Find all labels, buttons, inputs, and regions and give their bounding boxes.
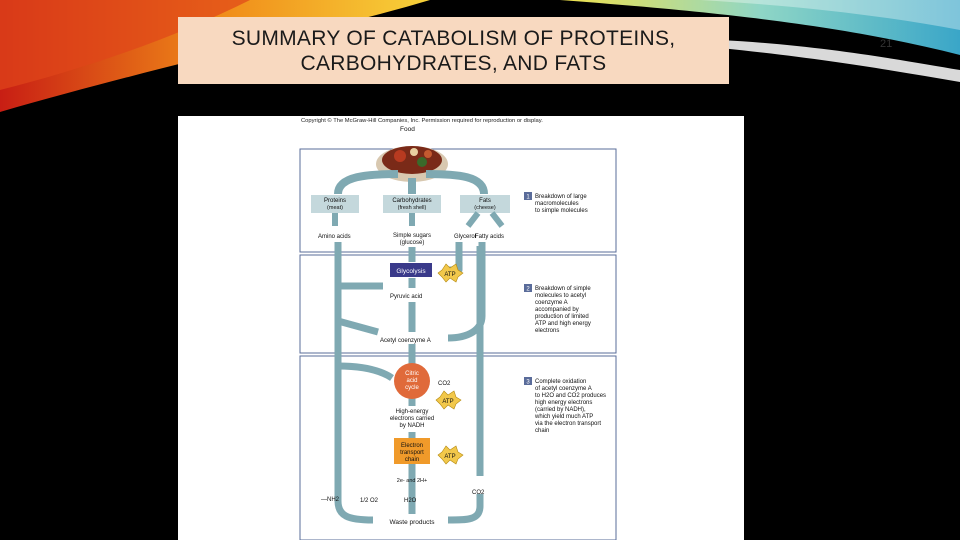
fatty-acids-label: Fatty acids bbox=[475, 234, 504, 240]
proteins-source: (meat) bbox=[327, 205, 343, 211]
stage-2-text-line: Breakdown of simple bbox=[535, 286, 591, 292]
pyruvic-acid-label: Pyruvic acid bbox=[390, 294, 422, 300]
stage-2-text-line: electrons bbox=[535, 328, 559, 334]
glycolysis-label: Glycolysis bbox=[396, 268, 426, 275]
etc-label-2: transport bbox=[400, 450, 424, 456]
electron-transport-chain-box bbox=[394, 438, 430, 464]
stage-3-annotation: 3 Complete oxidation of acetyl coenzyme … bbox=[524, 377, 606, 434]
nadh-label-1: High-energy bbox=[396, 409, 429, 415]
stage-3-panel bbox=[299, 355, 617, 540]
food-label: Food bbox=[400, 126, 415, 133]
half-o2-label: 1/2 O2 bbox=[360, 498, 379, 504]
etc-label-3: chain bbox=[405, 457, 419, 463]
slide-title-box: SUMMARY OF CATABOLISM OF PROTEINS, CARBO… bbox=[178, 17, 729, 84]
stage-2-annotation: 2 Breakdown of simple molecules to acety… bbox=[524, 284, 591, 334]
stage-3-text-line: which yield much ATP bbox=[534, 414, 593, 420]
proteins-box bbox=[311, 195, 359, 213]
stage-1-number: 1 bbox=[526, 195, 530, 201]
co2-label-1: CO2 bbox=[438, 381, 451, 387]
atp-label-3: ATP bbox=[444, 454, 455, 460]
carbohydrates-label: Carbohydrates bbox=[392, 198, 431, 204]
carbohydrates-box bbox=[383, 195, 441, 213]
electrons-label: 2e- and 2H+ bbox=[397, 478, 427, 484]
carbohydrates-source: (fresh shell) bbox=[398, 205, 427, 211]
fats-source: (cheese) bbox=[474, 205, 496, 211]
citric-label-3: cycle bbox=[405, 385, 419, 391]
stage-3-text-line: of acetyl coenzyme A bbox=[535, 386, 592, 392]
stage-1-text-line: macromolecules bbox=[535, 201, 579, 207]
glycolysis-box bbox=[390, 263, 432, 277]
slide-title-line-1: SUMMARY OF CATABOLISM OF PROTEINS, bbox=[231, 26, 676, 50]
slide-title-line-2: CARBOHYDRATES, AND FATS bbox=[300, 51, 607, 75]
atp-label-2: ATP bbox=[442, 399, 453, 405]
stage-3-text-line: to H2O and CO2 produces bbox=[535, 393, 606, 399]
stage-2-text-line: accompanied by bbox=[535, 307, 579, 313]
citric-label-1: Citric bbox=[405, 371, 419, 377]
atp-burst-icon: ATP bbox=[435, 390, 462, 410]
atp-burst-icon: ATP bbox=[437, 263, 464, 283]
stage-3-text-line: (carried by NADH), bbox=[535, 407, 586, 413]
stage-1-annotation: 1 Breakdown of large macromolecules to s… bbox=[524, 192, 588, 214]
copyright-notice: Copyright © The McGraw-Hill Companies, I… bbox=[301, 117, 543, 124]
acetyl-coa-label: Acetyl coenzyme A bbox=[380, 338, 431, 344]
nh3-label: —NH2 bbox=[321, 497, 340, 503]
nadh-label-3: by NADH bbox=[399, 423, 424, 429]
glucose-label: (glucose) bbox=[400, 240, 425, 246]
catabolism-diagram: Copyright © The McGraw-Hill Companies, I… bbox=[299, 117, 617, 540]
proteins-label: Proteins bbox=[324, 198, 346, 204]
waste-products-label: Waste products bbox=[390, 519, 436, 526]
co2-label-2: CO2 bbox=[472, 490, 485, 496]
atp-label-1: ATP bbox=[444, 272, 455, 278]
stage-2-text-line: ATP and high energy bbox=[535, 321, 591, 327]
simple-sugars-label: Simple sugars bbox=[393, 233, 431, 239]
amino-acids-label: Amino acids bbox=[318, 234, 351, 240]
etc-label-1: Electron bbox=[401, 443, 423, 449]
fats-label: Fats bbox=[479, 198, 491, 204]
stage-2-number: 2 bbox=[526, 287, 530, 293]
fats-box bbox=[460, 195, 510, 213]
stage-3-text-line: high energy electrons bbox=[535, 400, 592, 406]
stage-2-text-line: molecules to acetyl bbox=[535, 293, 586, 299]
stage-3-number: 3 bbox=[526, 380, 530, 386]
page-number: 21 bbox=[880, 38, 893, 50]
stage-1-text-line: to simple molecules bbox=[535, 208, 588, 214]
atp-burst-icon: ATP bbox=[437, 445, 464, 465]
stage-3-text-line: chain bbox=[535, 428, 549, 434]
stage-2-text-line: production of limited bbox=[535, 314, 589, 320]
stage-3-text-line: via the electron transport bbox=[535, 421, 601, 427]
h2o-label: H2O bbox=[404, 498, 417, 504]
stage-1-text-line: Breakdown of large bbox=[535, 194, 587, 200]
glycerol-label: Glycerol bbox=[454, 234, 476, 240]
citric-label-2: acid bbox=[406, 378, 417, 384]
nadh-label-2: electrons carried bbox=[390, 416, 434, 422]
stage-3-text-line: Complete oxidation bbox=[535, 379, 586, 385]
stage-2-text-line: coenzyme A bbox=[535, 300, 568, 306]
catabolism-figure: Copyright © The McGraw-Hill Companies, I… bbox=[178, 116, 744, 540]
citric-acid-cycle-circle bbox=[394, 363, 430, 399]
